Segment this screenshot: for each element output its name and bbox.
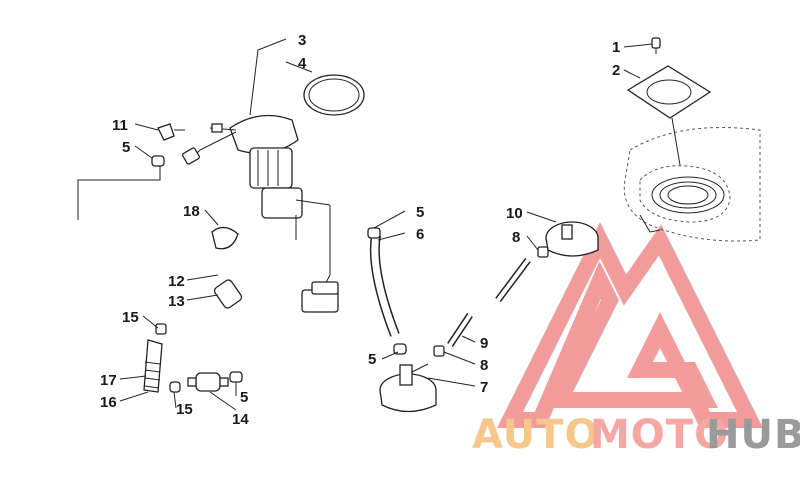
callout-9: 9 xyxy=(480,335,488,352)
callout-labels: 1 2 3 4 5 5 5 5 6 7 8 8 9 10 11 12 13 14… xyxy=(100,32,620,428)
fuel-pump-part-3 xyxy=(182,114,339,313)
fuel-tank-outline xyxy=(623,127,761,242)
fitting-part-8 xyxy=(433,246,549,357)
elbow-part-11 xyxy=(157,123,185,141)
inline-filter-part-14 xyxy=(187,372,229,392)
callout-6: 6 xyxy=(416,226,424,243)
retainer-plate-part-2 xyxy=(626,65,712,166)
clamp-part-5-top xyxy=(151,155,165,167)
hose-part-6 xyxy=(369,234,400,337)
leader-line xyxy=(77,166,161,220)
callout-5-mid: 5 xyxy=(416,204,424,221)
callout-8-top: 8 xyxy=(512,229,520,246)
watermark-logo xyxy=(497,222,763,428)
callout-14: 14 xyxy=(232,411,249,428)
leader-lines xyxy=(119,38,653,411)
screw-part-1 xyxy=(651,37,661,54)
callout-13: 13 xyxy=(168,293,185,310)
callout-1: 1 xyxy=(612,39,620,56)
hose-part-17 xyxy=(143,323,167,393)
callout-11: 11 xyxy=(112,117,128,134)
callout-3: 3 xyxy=(298,32,306,49)
watermark-moto: MOTO xyxy=(590,412,729,458)
callout-15-top: 15 xyxy=(122,309,139,326)
valve-part-7 xyxy=(379,363,437,413)
hose-sleeve-part-13 xyxy=(213,279,243,309)
callout-2: 2 xyxy=(612,62,620,79)
callout-17: 17 xyxy=(100,372,117,389)
clip-part-18 xyxy=(211,226,239,250)
callout-8-lower: 8 xyxy=(480,357,488,374)
watermark-wordmark: AUTO MOTO HUB xyxy=(472,412,800,458)
callout-5-top: 5 xyxy=(122,139,130,156)
callout-10: 10 xyxy=(506,205,523,222)
callout-16: 16 xyxy=(100,394,117,411)
callout-5-bottom: 5 xyxy=(240,389,248,406)
callout-18: 18 xyxy=(183,203,200,220)
tube-part-9 xyxy=(447,257,531,347)
callout-7: 7 xyxy=(480,379,488,396)
callout-4: 4 xyxy=(298,55,307,72)
watermark-hub: HUB xyxy=(706,412,800,458)
clamp-part-5-lower xyxy=(229,371,243,383)
o-ring-part-4 xyxy=(303,74,365,116)
fuel-hose-part-12 xyxy=(69,218,274,378)
clamp-part-15-lower xyxy=(169,381,181,393)
callout-15-lower: 15 xyxy=(176,401,193,418)
callout-5-lower: 5 xyxy=(368,351,376,368)
watermark-auto: AUTO xyxy=(472,412,600,458)
valve-part-10 xyxy=(545,221,599,257)
clamp-part-5-mid xyxy=(367,227,407,355)
callout-12: 12 xyxy=(168,273,185,290)
